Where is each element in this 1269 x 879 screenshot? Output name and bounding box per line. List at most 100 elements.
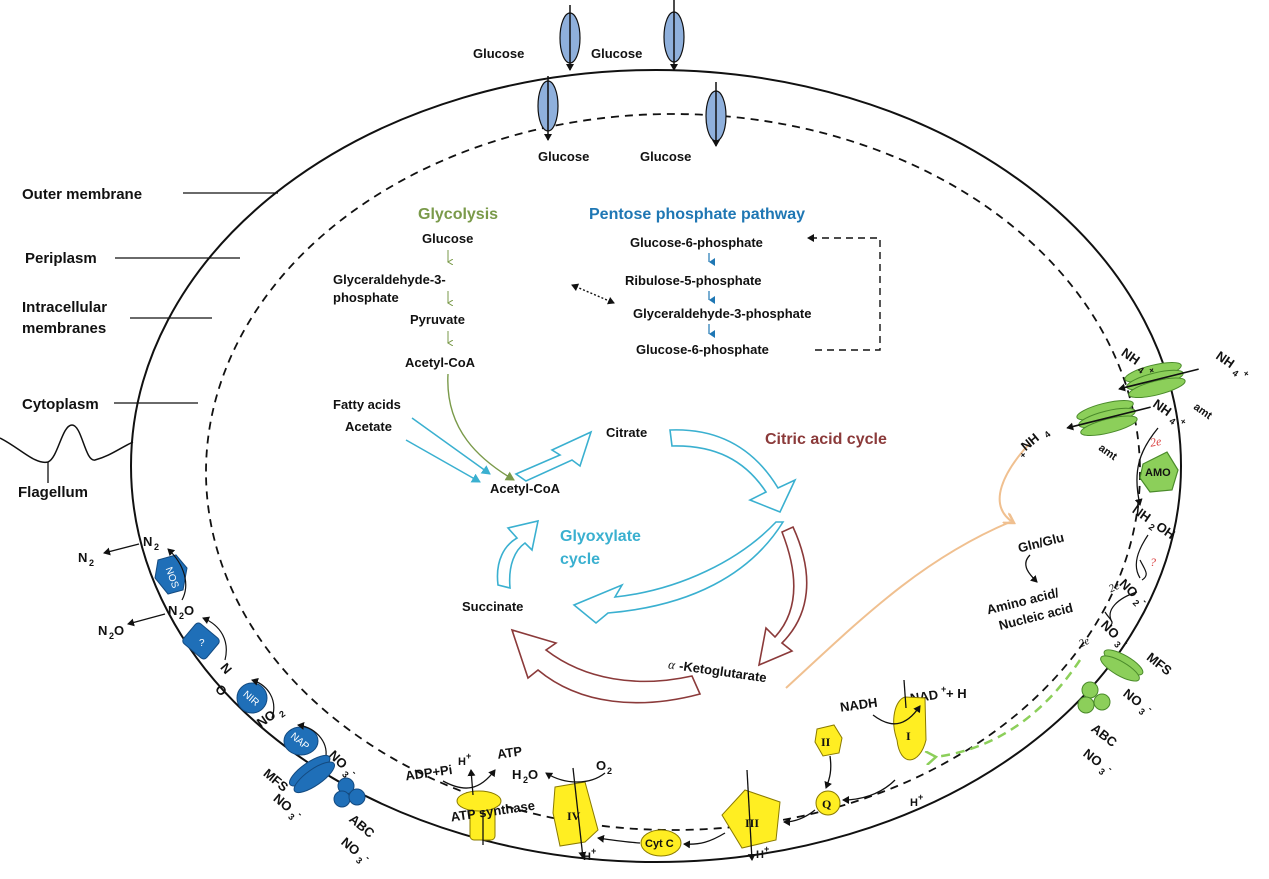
mfs-right-label: MFS xyxy=(1144,649,1175,678)
nh2oh-label: NH xyxy=(1130,502,1154,525)
complex-2 xyxy=(814,724,843,757)
amt-label-1: amt xyxy=(1191,401,1214,422)
abc-transporter-left xyxy=(333,777,366,808)
ppp-g6p: Glucose-6-phosphate xyxy=(630,235,763,250)
complex-1-h-sup: + xyxy=(918,792,923,802)
central-metabolism: Fatty acids Acetate Acetyl-CoA Citrate C… xyxy=(333,397,887,704)
amt-transporter-inner xyxy=(1066,399,1151,437)
abc-right-no3: NO xyxy=(1080,746,1105,770)
label-intracellular-1: Intracellular xyxy=(22,299,107,316)
n2o-periplasm: N xyxy=(168,603,177,618)
complex-4-label: IV xyxy=(567,809,581,823)
glycolysis-g3p-2: phosphate xyxy=(333,290,399,305)
nh4-periplasm-sub: 4 xyxy=(1136,365,1146,376)
arrow-tca-to-ketoglutarate xyxy=(757,525,808,667)
succinate-label: Succinate xyxy=(462,599,523,614)
n2-periplasm-sub: 2 xyxy=(154,542,159,552)
pentose-phosphate-pathway: Pentose phosphate pathway Glucose-6-phos… xyxy=(589,206,881,357)
inner-glucose-transporter-1 xyxy=(537,76,559,141)
arrow-ketoglutarate-to-succinate xyxy=(510,628,702,704)
no2-label: NO xyxy=(1117,576,1141,600)
no2-sub: 2 xyxy=(1131,598,1142,609)
ppp-r5p: Ribulose-5-phosphate xyxy=(625,273,762,288)
n2o-periplasm-o: O xyxy=(184,603,194,618)
complex-2-label: II xyxy=(821,735,831,749)
no2-periplasm-sub: 2 xyxy=(277,709,287,720)
h2o-label-h: H xyxy=(512,767,521,782)
fatty-acids-label: Fatty acids xyxy=(333,397,401,412)
electron-flow-arrow xyxy=(935,659,1082,757)
complex-4-h-sup: + xyxy=(591,846,596,856)
glycolysis-pyruvate: Pyruvate xyxy=(410,312,465,327)
ppp-g3p: Glyceraldehyde-3-phosphate xyxy=(633,306,811,321)
abc-right-no3-minus: - xyxy=(1106,764,1115,774)
no3-periplasm-sub: 3 xyxy=(340,769,351,780)
atp-label: ATP xyxy=(496,743,523,761)
nh4-periplasm-plus: + xyxy=(1147,365,1157,376)
no2-minus: - xyxy=(1141,596,1150,605)
amo-label: AMO xyxy=(1145,467,1171,479)
glyoxylate-title-2: cycle xyxy=(560,551,600,568)
amo-hexagon xyxy=(1139,451,1179,493)
glucose-outer-1: Glucose xyxy=(473,46,524,61)
unknown-enzyme-label: ? xyxy=(199,638,205,649)
no2-2e-note: 2e xyxy=(1107,580,1122,595)
arrow-acetylcoa-citrate xyxy=(514,430,593,482)
no3-minus: - xyxy=(1122,638,1131,647)
atp-h-sup: + xyxy=(466,751,471,761)
glycolysis-g3p-1: Glyceraldehyde-3- xyxy=(333,272,446,287)
glucose-inner-2: Glucose xyxy=(640,149,691,164)
complex-3-label: III xyxy=(745,816,759,830)
nh4-cytoplasm: NH xyxy=(1150,396,1174,419)
nh4-periplasm: NH xyxy=(1119,345,1143,368)
no3-label: NO xyxy=(1098,617,1122,641)
no3-sub: 3 xyxy=(1112,639,1123,650)
abc-right-label: ABC xyxy=(1088,721,1120,751)
no-n-label: N xyxy=(218,660,236,677)
n2o-outside: N xyxy=(98,623,107,638)
ppp-g6p-2: Glucose-6-phosphate xyxy=(636,342,769,357)
abc-transporter-right xyxy=(1077,681,1111,714)
abc-right-no3-sub: 3 xyxy=(1097,766,1107,777)
mfs-transporter-left xyxy=(289,754,335,794)
abc-left-no3: NO xyxy=(338,834,363,858)
nh4-outside: NH xyxy=(1213,348,1237,371)
label-cytoplasm: Cytoplasm xyxy=(22,396,99,413)
atp-h: H xyxy=(458,756,466,768)
mfs-transporter-right xyxy=(1100,649,1144,682)
unknown-enzyme xyxy=(182,622,220,660)
nh4-cytoplasm-sub: 4 xyxy=(1167,416,1177,427)
amt-label-2: amt xyxy=(1096,442,1119,463)
outer-membrane xyxy=(130,69,1182,863)
nad-sup: + xyxy=(941,684,946,694)
o2-sub: 2 xyxy=(607,766,612,776)
abc-left-no3-sub: 3 xyxy=(354,855,364,866)
arrow-glyoxylate-to-succinate xyxy=(572,521,785,625)
nh2oh-tail: OH xyxy=(1153,519,1178,542)
n2-outside-sub: 2 xyxy=(89,558,94,568)
structure-labels: Outer membrane Periplasm Intracellular m… xyxy=(18,186,278,501)
no3-2e-note: 2e xyxy=(1077,635,1092,650)
glucose-outer-2: Glucose xyxy=(591,46,642,61)
glucose-inner-1: Glucose xyxy=(538,149,589,164)
citrate-label: Citrate xyxy=(606,425,647,440)
mfs-left-no3: NO xyxy=(271,791,296,815)
mfs-left-no3-minus: - xyxy=(296,809,305,819)
mfs-right-no3-minus: - xyxy=(1146,704,1155,714)
alpha-symbol: α xyxy=(667,657,677,673)
arrow-succinate-to-acetylcoa xyxy=(496,519,540,590)
outer-glucose-transporter-2 xyxy=(663,0,685,71)
cyt-c-label: Cyt C xyxy=(645,838,674,850)
acetyl-coa-central: Acetyl-CoA xyxy=(490,481,561,496)
adp-pi-label: ADP+Pi xyxy=(404,762,453,783)
inner-glucose-transporter-2 xyxy=(705,82,727,147)
n2-outside: N xyxy=(78,550,87,565)
mfs-right-no3: NO xyxy=(1120,686,1145,710)
nitrogen-assimilation: NH 4 + Gln/Glu Amino acid/ Nucleic acid xyxy=(785,429,1075,689)
no-o-label: O xyxy=(212,682,230,699)
nh4-outside-sub: 4 xyxy=(1230,368,1240,379)
amo-2e-note: 2e xyxy=(1149,434,1163,450)
o2-label: O xyxy=(596,758,606,773)
denitrification: N 2 N 2 NOS N 2 O N 2 O ? N O NIR NO 2 N… xyxy=(78,534,378,866)
abc-left-no3-minus: - xyxy=(364,853,373,863)
